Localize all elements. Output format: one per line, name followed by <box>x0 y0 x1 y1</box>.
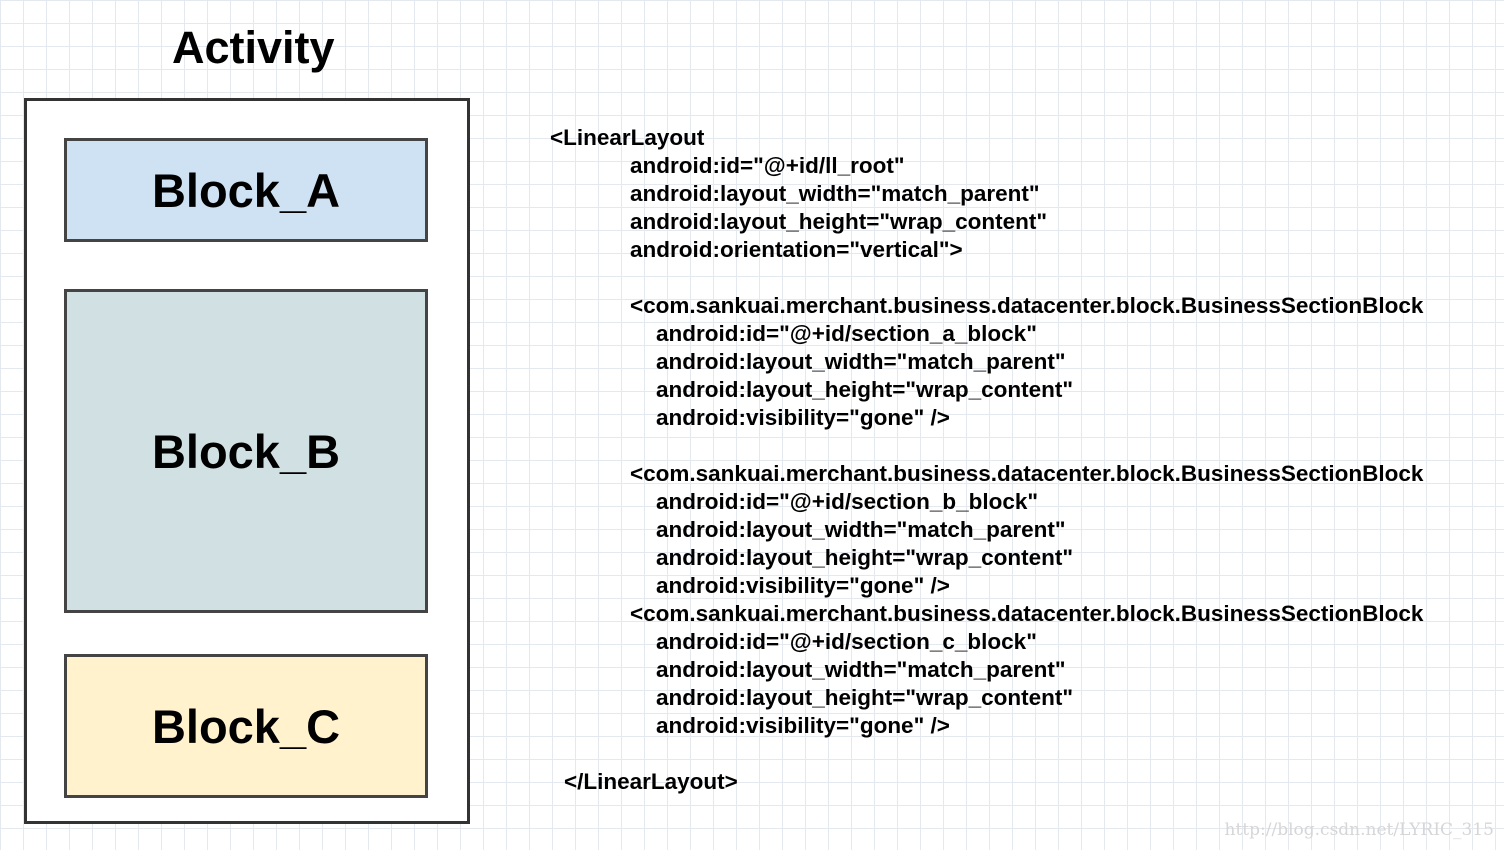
code-line-blank <box>550 264 1423 292</box>
code-line: android:id="@+id/section_b_block" <box>656 489 1039 514</box>
block-c-label: Block_C <box>151 699 341 753</box>
code-line-blank <box>550 432 1423 460</box>
code-line: <com.sankuai.merchant.business.datacente… <box>630 461 1424 486</box>
code-line-blank <box>550 740 1423 768</box>
block-b-label: Block_B <box>151 424 341 478</box>
code-line: <com.sankuai.merchant.business.datacente… <box>630 601 1424 626</box>
activity-title: Activity <box>172 22 335 73</box>
code-line: android:id="@+id/section_c_block" <box>656 629 1037 654</box>
code-line: android:visibility="gone" /> <box>656 573 950 598</box>
block-a-label: Block_A <box>151 163 341 217</box>
code-line: android:layout_width="match_parent" <box>656 517 1066 542</box>
code-line: android:orientation="vertical"> <box>630 237 963 262</box>
code-line: android:layout_height="wrap_content" <box>656 545 1073 570</box>
block-a: Block_A <box>64 138 428 242</box>
block-c: Block_C <box>64 654 428 798</box>
block-b: Block_B <box>64 289 428 613</box>
code-line: <LinearLayout <box>550 125 705 150</box>
code-line: android:visibility="gone" /> <box>656 713 950 738</box>
code-line: android:layout_width="match_parent" <box>656 657 1066 682</box>
layout-xml-code: <LinearLayout android:id="@+id/ll_root" … <box>550 124 1423 796</box>
code-line: android:visibility="gone" /> <box>656 405 950 430</box>
code-line: </LinearLayout> <box>564 769 738 794</box>
code-line: android:layout_height="wrap_content" <box>630 209 1047 234</box>
code-line: android:id="@+id/section_a_block" <box>656 321 1037 346</box>
code-line: android:layout_width="match_parent" <box>656 349 1066 374</box>
watermark: http://blog.csdn.net/LYRIC_315 <box>1224 820 1494 840</box>
code-line: android:id="@+id/ll_root" <box>630 153 905 178</box>
code-line: android:layout_height="wrap_content" <box>656 377 1073 402</box>
code-line: android:layout_width="match_parent" <box>630 181 1040 206</box>
code-line: android:layout_height="wrap_content" <box>656 685 1073 710</box>
code-line: <com.sankuai.merchant.business.datacente… <box>630 293 1424 318</box>
